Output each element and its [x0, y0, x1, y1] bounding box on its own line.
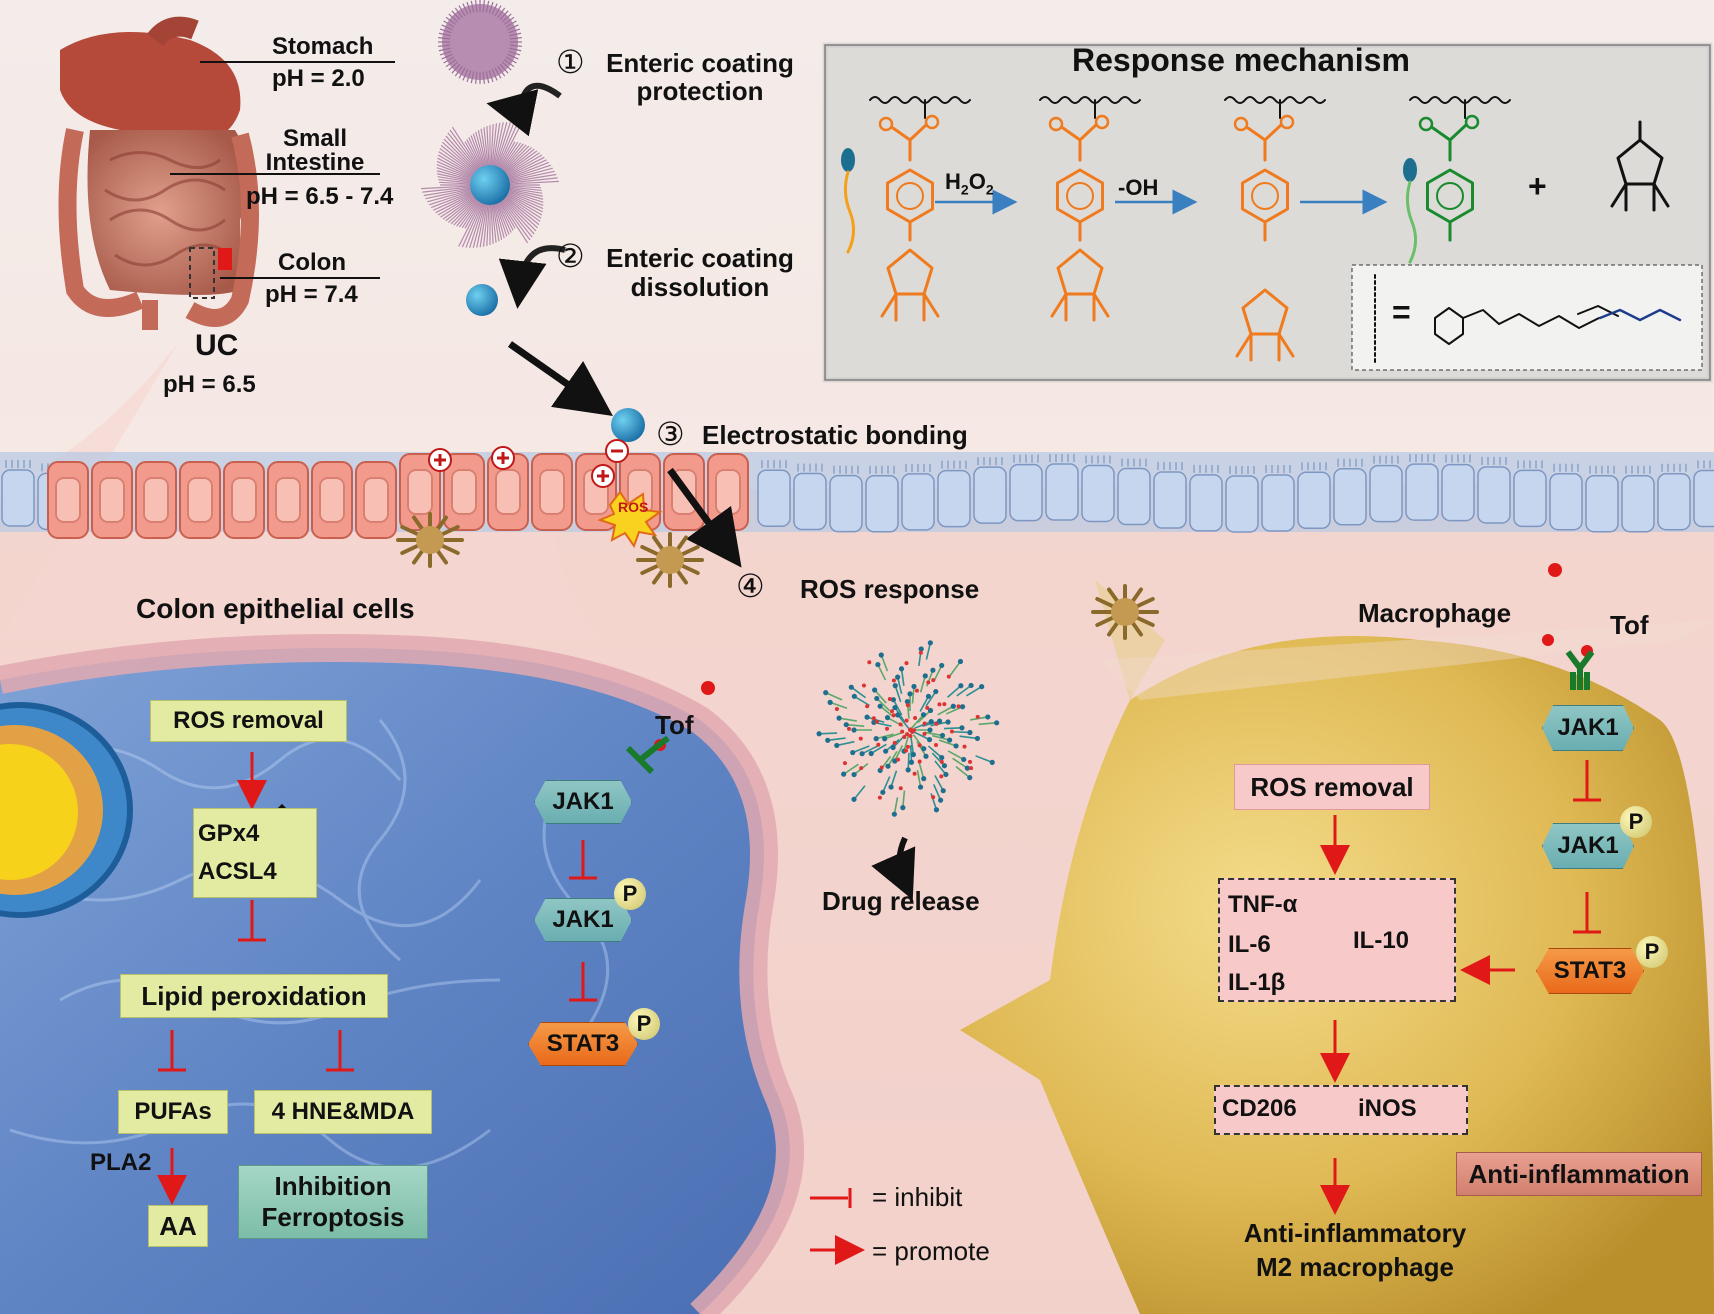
dendritic-cell-icon: [396, 512, 1159, 640]
released-nanoparticle: [466, 284, 498, 316]
inhibition-label: Inhibition: [274, 1171, 392, 1201]
m2-label-line2: M2 macrophage: [1256, 1252, 1454, 1282]
bound-nanoparticle: [611, 408, 645, 442]
marker-box: [1214, 1085, 1468, 1135]
hne-mda-box: 4 HNE&MDA: [254, 1090, 432, 1134]
ferroptosis-label: Ferroptosis: [261, 1202, 405, 1232]
anti-inflammation-badge: Anti-inflammation: [1456, 1152, 1702, 1196]
hydroxide-label: -OH: [1118, 175, 1159, 200]
mac-jak1-phospho-node: JAK1: [1542, 823, 1634, 869]
plus-sign: +: [1528, 168, 1547, 204]
step-2-label-line2: dissolution: [630, 272, 770, 302]
ros-burst-icon: [597, 490, 663, 549]
il6-label: IL-6: [1228, 931, 1271, 958]
uc-label: UC: [195, 329, 239, 362]
step-1-label-line1: Enteric coating: [606, 48, 794, 78]
digestive-tract-illustration: [58, 16, 395, 330]
stomach-ph-label: pH = 2.0: [272, 65, 365, 92]
step-1-number: ①: [556, 44, 585, 80]
small-intestine-label-2: Intestine: [265, 149, 365, 176]
inos-label: iNOS: [1358, 1095, 1417, 1122]
step-3-label: Electrostatic bonding: [702, 420, 968, 450]
nucleus-icon: [0, 702, 133, 918]
colon-label: Colon: [278, 249, 346, 276]
mechanism-title: Response mechanism: [1072, 42, 1410, 78]
legend-promote: = promote: [872, 1236, 990, 1266]
uc-ph-label: pH = 6.5: [163, 371, 256, 398]
equals-sign: =: [1392, 294, 1411, 330]
mac-tof-label: Tof: [1610, 610, 1649, 640]
mac-stat3-node: STAT3: [1536, 948, 1644, 994]
ros-badge-label: ROS: [618, 499, 649, 515]
stomach-label: Stomach: [272, 33, 374, 60]
epi-ros-removal-box: ROS removal: [150, 700, 347, 742]
h2o2-label: H2O2: [945, 169, 994, 198]
receptor-icon: [625, 735, 670, 775]
epithelial-cells-label: Colon epithelial cells: [136, 593, 415, 624]
m2-label-line1: Anti-inflammatory: [1243, 1218, 1467, 1248]
epithelium-strip: [0, 452, 1714, 539]
step-2-number: ②: [556, 238, 585, 274]
legend-inhibit: = inhibit: [872, 1182, 963, 1212]
mac-stat3-p-badge: P: [1636, 936, 1668, 968]
cd206-label: CD206: [1222, 1095, 1297, 1122]
response-mechanism-panel: [822, 42, 1713, 383]
acsl4-label: ACSL4: [198, 858, 277, 885]
epi-jak1-phospho-node: JAK1: [534, 898, 632, 942]
step-2-label-line1: Enteric coating: [606, 243, 794, 273]
pufas-box: PUFAs: [118, 1090, 228, 1134]
mac-ros-removal-box: ROS removal: [1234, 764, 1430, 810]
epi-phospho-p-badge: P: [614, 878, 646, 910]
macrophage-label: Macrophage: [1358, 598, 1512, 628]
step-4-number: ④: [736, 568, 765, 604]
aa-box: AA: [148, 1205, 208, 1247]
epi-stat3-node: STAT3: [528, 1022, 638, 1066]
micelle-nanoparticle: [421, 122, 559, 248]
step-1-label-line2: protection: [636, 76, 764, 106]
mac-jak1-node: JAK1: [1542, 705, 1634, 751]
drug-release-label: Drug release: [822, 886, 980, 916]
step-4-label: ROS response: [800, 574, 980, 604]
step-3-number: ③: [656, 416, 685, 452]
gpx4-acsl4-box: GPx4 ACSL4: [193, 808, 317, 898]
drug-release-particle: [816, 640, 1000, 817]
lipid-peroxidation-box: Lipid peroxidation: [120, 974, 388, 1018]
gpx4-label: GPx4: [198, 820, 260, 847]
mac-jak1-p-badge: P: [1620, 806, 1652, 838]
small-intestine-label: Small: [282, 125, 348, 152]
epi-tof-label: Tof: [655, 710, 694, 740]
pla2-label: PLA2: [90, 1149, 152, 1176]
epi-stat3-p-badge: P: [628, 1008, 660, 1040]
small-intestine-ph-label: pH = 6.5 - 7.4: [246, 183, 394, 210]
epi-jak1-node: JAK1: [534, 780, 632, 824]
inhibition-ferroptosis-box: Inhibition Ferroptosis: [238, 1165, 428, 1239]
colon-ph-label: pH = 7.4: [265, 281, 358, 308]
il10-label: IL-10: [1353, 927, 1410, 954]
coated-nanoparticle: [438, 0, 522, 84]
receptor-icon-macrophage: [1565, 650, 1595, 690]
tnf-alpha-label: TNF-α: [1228, 891, 1298, 918]
cytokine-box: [1218, 878, 1456, 1002]
il1b-label: IL-1β: [1228, 969, 1286, 996]
